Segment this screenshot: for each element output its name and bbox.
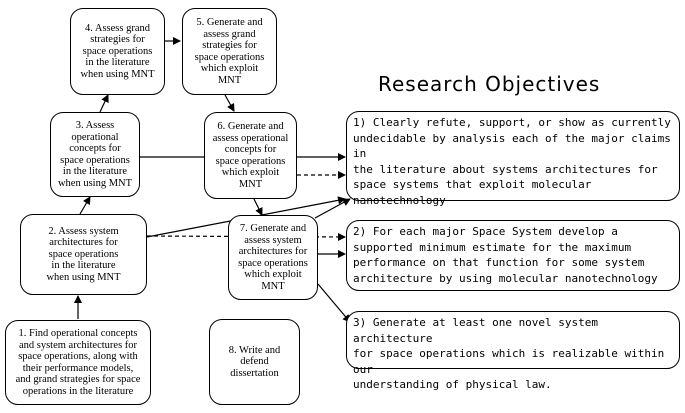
objective-2: 2) For each major Space System develop a… (346, 220, 680, 291)
arrow-3-to-4 (99, 94, 109, 113)
objective-1: 1) Clearly refute, support, or show as c… (346, 111, 680, 207)
step-8-write-dissertation: 8. Write and defend dissertation (209, 319, 300, 405)
step-4-assess-grand-strategies: 4. Assess grand strategies for space ope… (70, 8, 165, 95)
step-5-generate-grand-strategies: 5. Generate and assess grand strategies … (182, 8, 277, 95)
step-6-generate-operational-concepts: 6. Generate and assess operational conce… (204, 112, 297, 199)
arrow-6-to-7 (253, 198, 263, 216)
step-7-generate-system-architectures: 7. Generate and assess system architectu… (228, 215, 318, 300)
arrow-2-to-3 (79, 196, 91, 215)
arrow-5-to-6 (224, 94, 235, 112)
objective-3: 3) Generate at least one novel system ar… (346, 311, 680, 391)
arrow-7-to-obj1 (314, 198, 351, 219)
heading-research-objectives: Research Objectives (378, 72, 601, 96)
arrow-7-to-obj3 (317, 283, 351, 323)
step-3-assess-operational-concepts: 3. Assess operational concepts for space… (50, 112, 140, 197)
step-2-assess-system-architectures: 2. Assess system architectures for space… (20, 214, 147, 295)
step-1-find-concepts: 1. Find operational concepts and system … (5, 320, 151, 405)
